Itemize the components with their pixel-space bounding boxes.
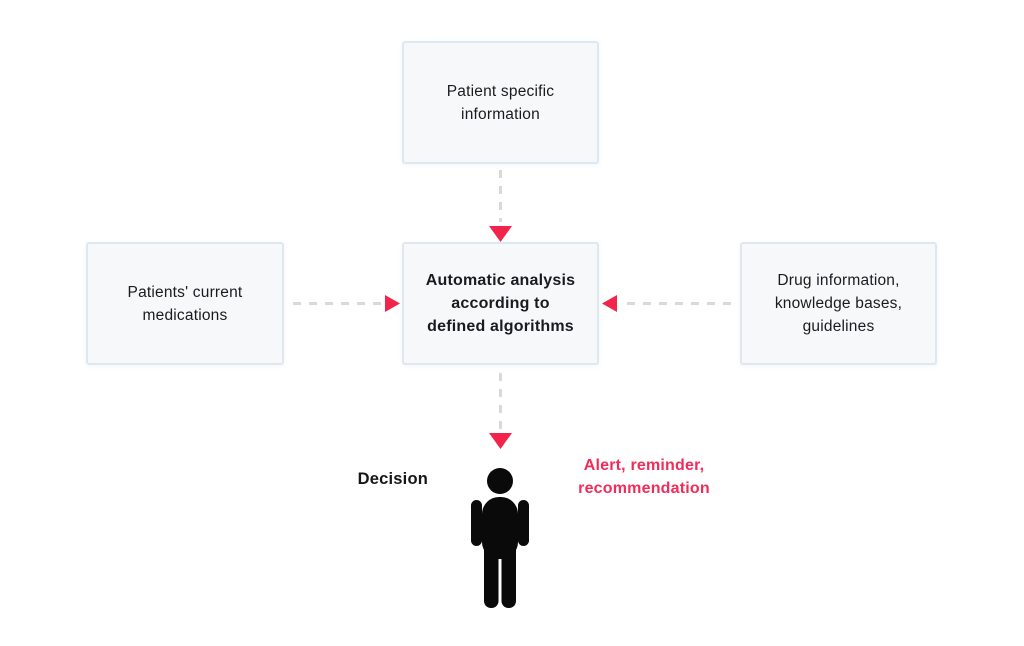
- arrowhead-right-icon: [385, 295, 400, 312]
- alert-text-line: Alert, reminder,: [583, 457, 705, 474]
- person-right-arm: [518, 500, 529, 546]
- person-icon: [471, 468, 529, 608]
- arrow-patient-info-to-analysis: [489, 170, 512, 242]
- node-text-line: Patients' current: [127, 283, 243, 301]
- person-right-leg: [501, 536, 516, 608]
- node-text-line: knowledge bases,: [774, 295, 903, 312]
- arrow-drug-info-to-analysis: [602, 295, 731, 312]
- node-text-line: Patient specific: [446, 82, 555, 100]
- node-drug-information: Drug information, knowledge bases, guide…: [740, 242, 937, 365]
- node-text-line: Automatic analysis: [425, 272, 576, 289]
- alert-text-line: recommendation: [578, 480, 710, 497]
- arrowhead-down-icon: [489, 226, 512, 242]
- arrow-medications-to-analysis: [293, 295, 400, 312]
- node-text-line: Drug information,: [777, 272, 900, 289]
- node-text-line: information: [461, 105, 540, 123]
- person-head: [487, 468, 513, 494]
- person-left-leg: [484, 536, 499, 608]
- node-text-line: medications: [142, 306, 228, 324]
- node-patient-specific-information: Patient specific information: [402, 41, 599, 164]
- decision-label: Decision: [357, 470, 428, 488]
- person-left-arm: [471, 500, 482, 546]
- alert-label: Alert, reminder, recommendation: [556, 454, 732, 500]
- node-text-line: defined algorithms: [427, 318, 574, 335]
- node-patients-current-medications: Patients' current medications: [86, 242, 284, 365]
- node-text-line: according to: [451, 295, 550, 312]
- node-text-line: guidelines: [802, 318, 875, 335]
- arrow-analysis-to-decision: [489, 373, 512, 449]
- arrowhead-down-icon: [489, 433, 512, 449]
- node-automatic-analysis: Automatic analysis according to defined …: [402, 242, 599, 365]
- arrowhead-left-icon: [602, 295, 617, 312]
